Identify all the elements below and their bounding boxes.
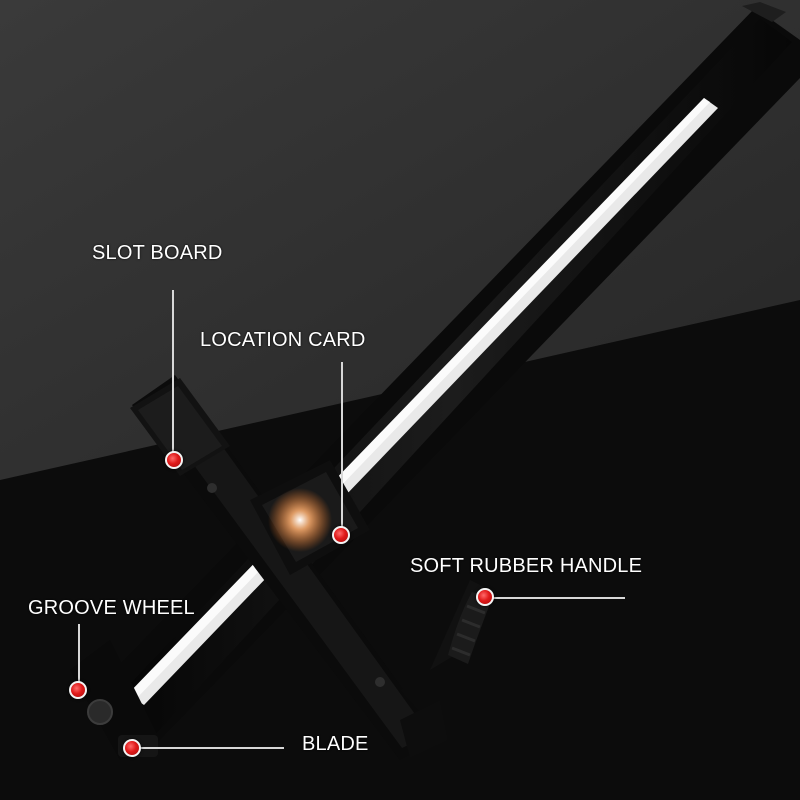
blade-label: BLADE	[302, 733, 369, 755]
main-rail	[90, 2, 800, 748]
groove-wheel-leader	[78, 624, 80, 688]
location-card-label: LOCATION CARD	[200, 329, 366, 351]
groove-wheel-shape	[87, 699, 113, 725]
location-card-marker	[332, 526, 350, 544]
light-flare	[268, 488, 332, 552]
blade-marker	[123, 739, 141, 757]
location-card-leader	[341, 362, 343, 532]
soft-rubber-handle-leader	[485, 597, 625, 599]
soft-rubber-handle-marker	[476, 588, 494, 606]
slot-board-marker	[165, 451, 183, 469]
slot-board-label: SLOT BOARD	[92, 242, 223, 264]
groove-wheel-marker	[69, 681, 87, 699]
soft-rubber-handle-label: SOFT RUBBER HANDLE	[410, 555, 643, 577]
blade-leader	[132, 747, 284, 749]
slot-board-leader	[172, 290, 174, 458]
groove-wheel-label: GROOVE WHEEL	[28, 597, 195, 619]
rubber-handle	[400, 580, 492, 758]
